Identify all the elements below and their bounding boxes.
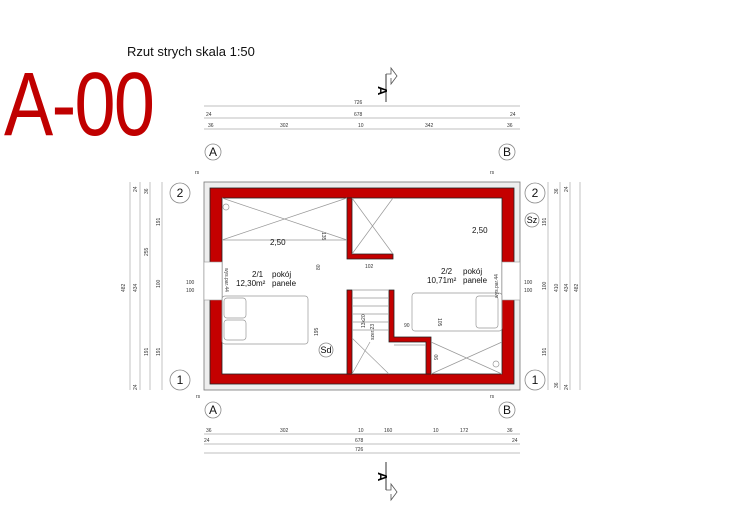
dim: 195 xyxy=(314,327,320,336)
axis-1: 1 xyxy=(532,373,539,387)
level-mark: 2,50 xyxy=(472,226,488,235)
dim: 191 xyxy=(542,347,548,356)
dim: 482 xyxy=(121,283,127,292)
dim: 160 xyxy=(384,428,393,434)
dim: 434 xyxy=(564,283,570,292)
dim: 24 xyxy=(133,384,139,390)
dim: 10 xyxy=(433,428,439,434)
left-dimensions: 482 434 24 24 36 255 191 191 100 191 100… xyxy=(121,182,195,390)
section-marker-top: A xyxy=(375,66,398,102)
axis-a: A xyxy=(209,403,217,417)
section-label: A xyxy=(375,86,390,96)
building-outline xyxy=(203,181,521,391)
dim: 100 xyxy=(186,288,195,294)
axis-b: B xyxy=(503,145,511,159)
dim: 342 xyxy=(425,123,434,129)
window-label: wys.par.44 xyxy=(494,274,500,298)
sheet-code: A-00 xyxy=(4,55,155,155)
room-number: 2/2 xyxy=(441,267,453,276)
dim: 24 xyxy=(564,186,570,192)
dim-inner: 678 xyxy=(354,112,363,118)
dim: 90 xyxy=(404,323,410,329)
dim: 726 xyxy=(355,447,364,453)
room-2-2: 2/2 pokój 10,71m² panele xyxy=(427,267,488,285)
rs-tag: rs xyxy=(196,394,201,400)
dim: 172 xyxy=(460,428,469,434)
dim: 24 xyxy=(512,438,518,444)
dim: 90 xyxy=(434,354,440,360)
dim: 302 xyxy=(280,428,289,434)
dim: 24 xyxy=(204,438,210,444)
bottom-dimensions: 36 302 10 160 10 172 36 24 678 24 726 xyxy=(204,428,520,454)
room-2-1: 2/1 pokój 12,30m² panele xyxy=(236,270,297,288)
dim: 678 xyxy=(355,438,364,444)
dim: 410 xyxy=(554,283,560,292)
stair-width: szer.23 xyxy=(370,324,376,340)
dim: 105 xyxy=(436,318,442,327)
rs-tag: rs xyxy=(195,170,200,176)
section-marker-bottom: A xyxy=(375,462,398,502)
dim: 255 xyxy=(144,247,150,256)
dim: 135 xyxy=(320,232,326,241)
room-area: 12,30m² xyxy=(236,279,266,288)
axis-markers: A B A B 2 2 1 1 rs rs rs rs xyxy=(169,143,546,419)
dim: 102 xyxy=(365,264,374,270)
dim: 100 xyxy=(524,280,533,286)
dim: 100 xyxy=(524,288,533,294)
section-label: A xyxy=(375,472,390,482)
room-floor: panele xyxy=(272,279,297,288)
dim: 191 xyxy=(156,347,162,356)
dim: 36 xyxy=(554,382,560,388)
rs-tag: rs xyxy=(490,170,495,176)
dim: 80 xyxy=(316,264,322,270)
top-dimensions: 726 678 24 24 36 302 10 342 36 xyxy=(204,100,520,130)
rs-tag: rs xyxy=(490,394,495,400)
wall-stair-left xyxy=(346,289,353,375)
dim: 36 xyxy=(208,123,214,129)
dim: 434 xyxy=(133,283,139,292)
axis-a: A xyxy=(209,145,217,159)
dim: 36 xyxy=(507,428,513,434)
dim: 302 xyxy=(280,123,289,129)
dim: 10 xyxy=(358,123,364,129)
room-name: pokój xyxy=(272,270,291,279)
window-right xyxy=(501,261,521,301)
dim: 100 xyxy=(186,280,195,286)
window-left xyxy=(203,261,223,301)
dim: 36 xyxy=(554,188,560,194)
dim: 24 xyxy=(510,112,516,118)
axis-1: 1 xyxy=(177,373,184,387)
dim: 24 xyxy=(206,112,212,118)
room-name: pokój xyxy=(463,267,482,276)
room-area: 10,71m² xyxy=(427,276,457,285)
dim: 36 xyxy=(206,428,212,434)
dim: 100 xyxy=(542,281,548,290)
dim: 482 xyxy=(574,283,580,292)
dim: 24 xyxy=(564,384,570,390)
stair-steps: 13x20 xyxy=(361,314,367,328)
sd-tag: Sd xyxy=(320,345,331,355)
axis-b: B xyxy=(503,403,511,417)
level-mark: 2,50 xyxy=(270,238,286,247)
room-number: 2/1 xyxy=(252,270,264,279)
axis-2: 2 xyxy=(177,186,184,200)
dim: 10 xyxy=(358,428,364,434)
dim: 36 xyxy=(144,188,150,194)
sz-tag: Sz xyxy=(527,215,538,225)
dim: 191 xyxy=(156,217,162,226)
dim: 24 xyxy=(133,186,139,192)
dim: 100 xyxy=(156,279,162,288)
furniture xyxy=(221,197,503,375)
dim: 191 xyxy=(542,217,548,226)
room-floor: panele xyxy=(463,276,488,285)
dim: 191 xyxy=(144,347,150,356)
window-label: wys.par.44 xyxy=(223,268,229,292)
drawing-title: Rzut strych skala 1:50 xyxy=(127,44,255,59)
dim-total: 726 xyxy=(354,100,363,106)
dim: 36 xyxy=(507,123,513,129)
axis-2: 2 xyxy=(532,186,539,200)
right-dimensions: 191 100 191 410 36 36 434 24 24 482 100 … xyxy=(524,182,581,390)
